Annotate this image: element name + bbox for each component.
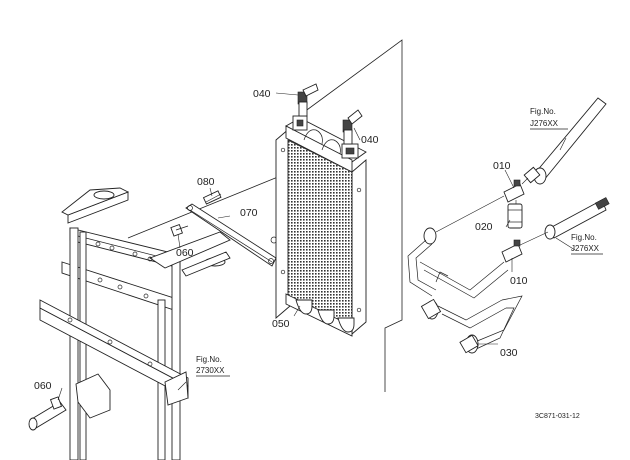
- connection-lines: [435, 177, 549, 247]
- fitting-010-upper: [503, 179, 525, 203]
- part-label-010-lower: 010: [510, 275, 528, 287]
- fig-ref-label: Fig.No.: [530, 107, 556, 116]
- bracket-bar-070: [185, 203, 278, 267]
- fig-ref-lower-hose: Fig.No. J276XX: [571, 233, 603, 255]
- part-label-020: 020: [475, 221, 493, 233]
- fig-ref-frame: Fig.No. 2730XX: [196, 355, 230, 377]
- part-label-040-left: 040: [253, 88, 271, 100]
- filter-020: [507, 203, 523, 229]
- fig-ref-label: Fig.No.: [571, 233, 597, 242]
- fig-ref-number: 2730XX: [196, 366, 225, 375]
- elbow-fitting-040-left: [297, 83, 319, 117]
- bolt-060-upper: [170, 223, 189, 237]
- part-label-080: 080: [197, 176, 215, 188]
- fitting-010-lower: [501, 239, 523, 263]
- bolt-060-lower: [49, 396, 63, 410]
- pipe-assembly-030: [407, 227, 523, 354]
- part-label-060-upper: 060: [176, 247, 194, 259]
- leader-lines: [57, 92, 576, 401]
- part-label-040-right: 040: [361, 134, 379, 146]
- part-label-030: 030: [500, 347, 518, 359]
- mounting-frame: [28, 187, 231, 460]
- elbow-fitting-040-right: [342, 109, 363, 145]
- fig-ref-number: J276XX: [571, 244, 600, 253]
- part-label-010-upper: 010: [493, 160, 511, 172]
- part-label-070: 070: [240, 207, 258, 219]
- fig-ref-upper-hose: Fig.No. J276XX: [530, 107, 568, 130]
- diagram-code: 3C871-031-12: [535, 413, 580, 420]
- upper-hose: [523, 97, 607, 185]
- part-label-050: 050: [272, 318, 290, 330]
- oil-cooler-050: [275, 115, 367, 337]
- part-label-060-lower: 060: [34, 380, 52, 392]
- fig-ref-number: J276XX: [530, 119, 559, 128]
- bolt-080: [202, 190, 222, 205]
- part-labels: 040 040 080 070 060 050 060 010 020 010 …: [34, 88, 528, 392]
- fig-ref-label: Fig.No.: [196, 355, 222, 364]
- lower-hose: [544, 197, 610, 240]
